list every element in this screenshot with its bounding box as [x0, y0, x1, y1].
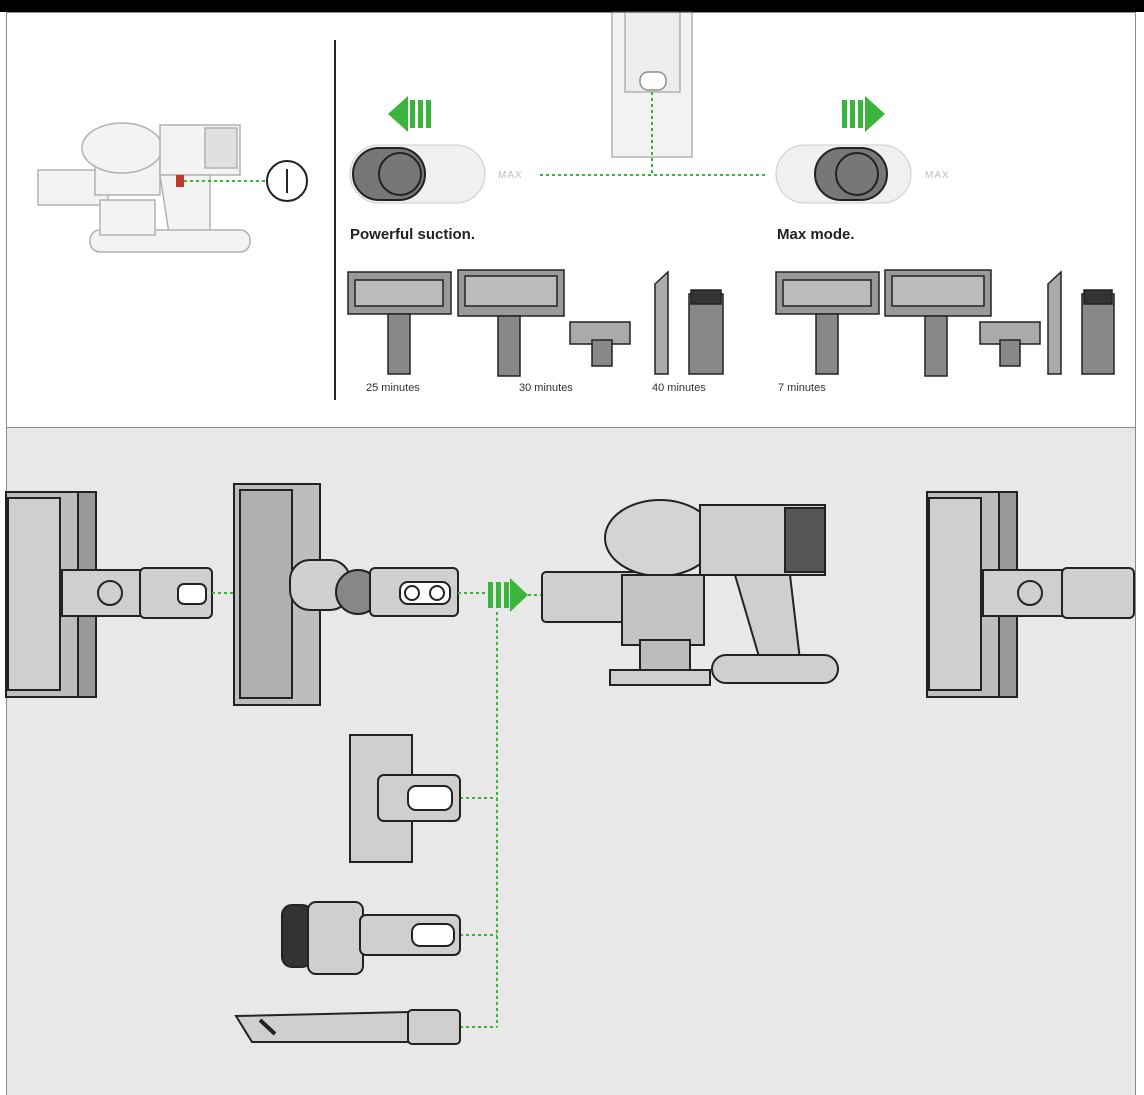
arrow-left-icon	[388, 96, 431, 132]
switch-max-label-right: MAX	[925, 170, 950, 181]
trigger-highlight	[176, 175, 184, 187]
right-edge	[1136, 12, 1144, 1095]
small-tools-group-1	[347, 269, 724, 377]
crevice-tool	[234, 1009, 461, 1045]
powerful-suction-caption: Powerful suction.	[350, 226, 476, 243]
power-switch-normal	[349, 144, 486, 204]
small-tools-group-2	[775, 269, 1115, 377]
mini-brush-tool	[349, 734, 461, 863]
max-mode-caption: Max mode.	[777, 226, 855, 243]
soft-roller-head	[233, 483, 459, 706]
combination-tool	[281, 901, 461, 975]
top-black-bar	[0, 0, 1144, 12]
attach-arrow-icon	[488, 578, 528, 612]
motorhead-partial	[5, 491, 213, 698]
faded-handheld-vacuum	[37, 122, 251, 253]
runtime-label-3: 40 minutes	[652, 382, 706, 394]
motorhead-right	[926, 491, 1135, 698]
runtime-label-4: 7 minutes	[778, 382, 826, 394]
handheld-vacuum	[541, 499, 839, 686]
power-switch-max	[775, 144, 912, 204]
runtime-label-1: 25 minutes	[366, 382, 420, 394]
arrow-right-icon	[842, 96, 885, 132]
switch-max-label-left: MAX	[498, 170, 523, 181]
faded-vacuum-top	[611, 11, 693, 158]
runtime-label-2: 30 minutes	[519, 382, 573, 394]
